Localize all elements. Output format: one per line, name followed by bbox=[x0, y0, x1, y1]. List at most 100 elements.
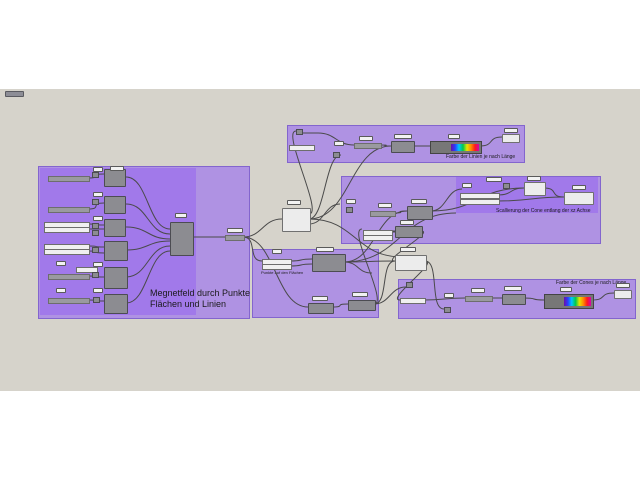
component-block-light[interactable] bbox=[282, 208, 311, 232]
number-slider[interactable] bbox=[262, 264, 292, 270]
panel-tag[interactable] bbox=[346, 199, 356, 204]
param-node[interactable] bbox=[296, 129, 303, 135]
component-block-light[interactable] bbox=[614, 290, 632, 299]
component-block[interactable] bbox=[104, 169, 126, 187]
wire bbox=[379, 144, 392, 147]
points-on-surfaces-label: Punkte auf den Flächen bbox=[261, 270, 304, 275]
number-slider[interactable] bbox=[460, 199, 500, 205]
number-slider[interactable] bbox=[363, 235, 393, 241]
wire bbox=[479, 136, 503, 147]
panel-tag[interactable] bbox=[334, 141, 344, 146]
param-node[interactable] bbox=[93, 297, 100, 303]
magnetic-field-label-line1: Megnetfeld durch Punkte bbox=[150, 288, 251, 298]
param-node[interactable] bbox=[444, 307, 451, 313]
grasshopper-canvas[interactable]: Megnetfeld durch Punkte Flächen und Lini… bbox=[0, 89, 640, 391]
panel-tag[interactable] bbox=[400, 220, 414, 225]
component-block[interactable] bbox=[104, 196, 126, 214]
magnetic-field-label: Megnetfeld durch Punkte Flächen und Lini… bbox=[150, 288, 250, 310]
component-block[interactable] bbox=[395, 226, 423, 238]
panel-tag[interactable] bbox=[504, 128, 518, 133]
panel-tag[interactable] bbox=[411, 199, 427, 204]
param-node[interactable] bbox=[503, 183, 510, 189]
panel-tag[interactable] bbox=[448, 134, 460, 139]
number-slider[interactable] bbox=[354, 143, 382, 149]
cone-colors-label: Farbe der Cones je nach Länge bbox=[556, 280, 627, 286]
panel-tag[interactable] bbox=[93, 288, 103, 293]
panel-tag[interactable] bbox=[56, 261, 66, 266]
number-slider[interactable] bbox=[44, 227, 90, 233]
output-param[interactable] bbox=[225, 235, 245, 241]
component-block-light[interactable] bbox=[524, 182, 546, 196]
component-block-light[interactable] bbox=[502, 134, 520, 143]
wire bbox=[87, 245, 105, 248]
gradient-component[interactable] bbox=[430, 141, 482, 154]
panel-tag[interactable] bbox=[504, 286, 522, 291]
component-block[interactable] bbox=[308, 303, 334, 314]
param-node[interactable] bbox=[346, 207, 353, 213]
panel-tag[interactable] bbox=[110, 166, 124, 171]
param-node[interactable] bbox=[406, 282, 413, 288]
param-node[interactable] bbox=[92, 230, 99, 236]
component-block-light[interactable] bbox=[395, 255, 427, 271]
component-block[interactable] bbox=[502, 294, 526, 305]
wire bbox=[393, 210, 408, 214]
param-node[interactable] bbox=[92, 272, 99, 278]
panel-tag[interactable] bbox=[616, 283, 630, 288]
panel-tag[interactable] bbox=[272, 249, 282, 254]
wire bbox=[430, 188, 463, 212]
panel-tag[interactable] bbox=[93, 167, 103, 172]
param-node[interactable] bbox=[92, 223, 99, 229]
param-node[interactable] bbox=[92, 172, 99, 178]
line-colors-label: Farbe der Linien je nach Länge bbox=[446, 154, 516, 160]
component-block[interactable] bbox=[104, 294, 128, 314]
component-block[interactable] bbox=[391, 141, 415, 153]
panel-tag[interactable] bbox=[56, 288, 66, 293]
panel-tag[interactable] bbox=[394, 134, 412, 139]
panel-tag[interactable] bbox=[93, 216, 103, 221]
param-node[interactable] bbox=[333, 152, 340, 158]
param-node[interactable] bbox=[92, 247, 99, 253]
panel-tag[interactable] bbox=[312, 296, 328, 301]
number-slider[interactable] bbox=[400, 298, 426, 304]
panel-tag[interactable] bbox=[359, 136, 373, 141]
panel-tag[interactable] bbox=[462, 183, 472, 188]
number-slider[interactable] bbox=[370, 211, 396, 217]
panel-tag[interactable] bbox=[378, 203, 392, 208]
number-slider[interactable] bbox=[76, 267, 98, 273]
gradient-component[interactable] bbox=[544, 294, 594, 309]
number-slider[interactable] bbox=[465, 296, 493, 302]
component-block-light[interactable] bbox=[564, 192, 594, 205]
number-slider[interactable] bbox=[289, 145, 315, 151]
component-block[interactable] bbox=[104, 219, 126, 237]
panel-tag[interactable] bbox=[93, 262, 103, 267]
panel-tag[interactable] bbox=[444, 293, 454, 298]
panel-tag[interactable] bbox=[352, 292, 368, 297]
number-slider[interactable] bbox=[460, 193, 500, 199]
panel-tag[interactable] bbox=[287, 200, 301, 205]
panel-tag[interactable] bbox=[471, 288, 485, 293]
canvas-corner-badge[interactable] bbox=[5, 91, 24, 97]
component-block[interactable] bbox=[104, 267, 128, 289]
number-slider[interactable] bbox=[48, 298, 90, 304]
param-node[interactable] bbox=[92, 199, 99, 205]
panel-tag[interactable] bbox=[572, 185, 586, 190]
component-block[interactable] bbox=[348, 300, 376, 311]
number-slider[interactable] bbox=[48, 207, 90, 213]
component-block[interactable] bbox=[407, 206, 433, 220]
component-block[interactable] bbox=[104, 241, 128, 261]
panel-tag[interactable] bbox=[175, 213, 187, 218]
component-block[interactable] bbox=[312, 254, 346, 272]
panel-tag[interactable] bbox=[486, 177, 502, 182]
panel-tag[interactable] bbox=[93, 192, 103, 197]
wire bbox=[424, 260, 445, 310]
panel-tag[interactable] bbox=[316, 247, 334, 252]
number-slider[interactable] bbox=[48, 176, 90, 182]
component-block-main[interactable] bbox=[170, 222, 194, 256]
panel-tag[interactable] bbox=[560, 287, 572, 292]
panel-tag[interactable] bbox=[400, 247, 416, 252]
panel-tag[interactable] bbox=[527, 176, 541, 181]
number-slider[interactable] bbox=[48, 274, 90, 280]
panel-tag[interactable] bbox=[227, 228, 243, 233]
number-slider[interactable] bbox=[44, 249, 90, 255]
wire bbox=[125, 226, 171, 240]
